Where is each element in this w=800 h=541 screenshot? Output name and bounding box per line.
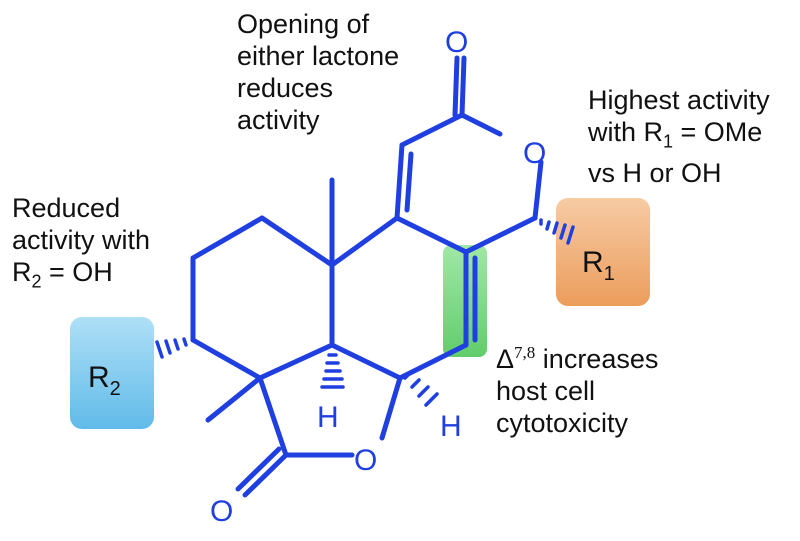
delta-annotation-line: cytotoxicity [496,408,629,438]
hash-bonds [155,218,575,407]
r2-annotation-line: Reduced [12,193,121,223]
delta-annotation: Δ7,8 increases host cell cytotoxicity [496,337,658,439]
delta-annotation-line: host cell [496,376,596,406]
lactone-annotation-line: reduces [237,73,334,103]
r1-annotation-line: with R1 = OMe [588,117,763,152]
carbonyl-oxygen-bottom: O [210,495,233,528]
r2-highlight-box [70,317,154,429]
r1-highlight-box [556,198,650,306]
r1-annotation-line: Highest activity [588,85,770,115]
lactone-annotation: Opening of either lactone reduces activi… [237,8,399,136]
r2-annotation-line: R2 = OH [12,257,113,292]
lactone-annotation-line: Opening of [237,9,370,39]
ring-oxygen-top: O [523,137,546,170]
lactone-annotation-line: either lactone [237,41,400,71]
r1-annotation-line: vs H or OH [588,158,722,189]
atom-labels: O O O O H H [210,26,546,528]
r2-annotation: Reduced activity with R2 = OH [12,192,150,297]
molecule-bonds [190,55,544,498]
r1-annotation: Highest activity with R1 = OMe vs H or O… [588,84,770,189]
lactone-annotation-line: activity [237,105,320,135]
hydrogen-left: H [317,401,339,434]
r1-label: R1 [582,246,615,285]
ring-oxygen-bottom: O [354,444,377,477]
r2-label: R2 [88,361,121,400]
delta-annotation-line: Δ7,8 increases [496,343,659,374]
r2-annotation-line: activity with [12,225,151,255]
hydrogen-right: H [440,410,462,443]
carbonyl-oxygen-top: O [445,26,468,59]
